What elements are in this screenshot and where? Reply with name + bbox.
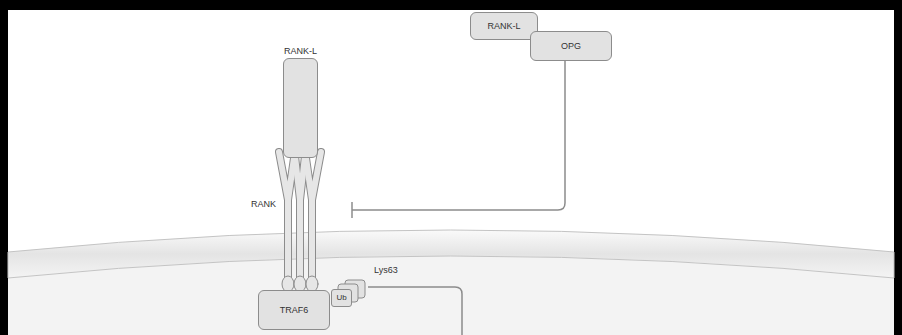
linkage-label: Lys63 [374,265,398,275]
rank-receptor [279,152,321,292]
node-text: RANK-L [487,21,520,31]
decoy-receptor-box: OPG [530,31,612,61]
signal-line [368,287,462,335]
node-text: Ub [336,293,346,302]
inhibition-line [352,61,565,218]
cell-membrane [8,230,894,278]
receptor-label: RANK [251,199,276,209]
cytoplasm [8,256,894,335]
node-text: OPG [561,41,581,51]
ligand-box: RANK-L [283,58,318,158]
node-text: TRAF6 [280,305,309,315]
panel-ground [8,10,894,335]
ubiquitin-box: Ub [331,289,352,307]
complex-box: RANK-L [470,12,538,40]
node-text: RANK-L [284,46,317,56]
adaptor-box: TRAF6 [258,290,330,330]
